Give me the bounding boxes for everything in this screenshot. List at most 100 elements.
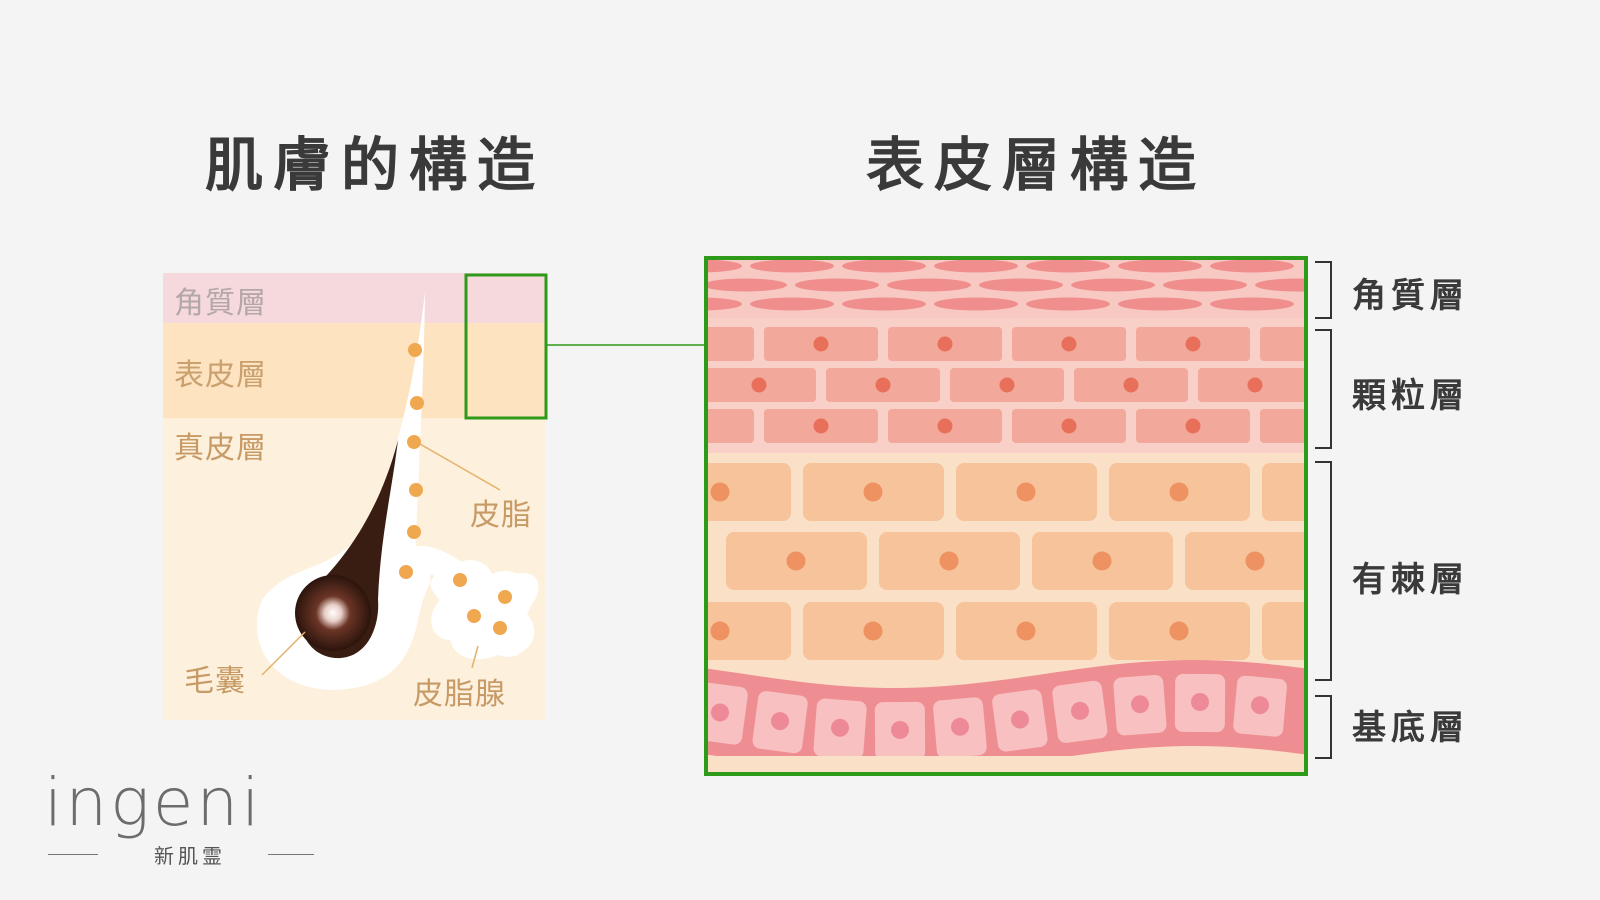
label-basal-layer: 基底層	[1352, 708, 1469, 748]
spinous-nucleus	[1016, 482, 1036, 502]
granular-nucleus	[1185, 418, 1201, 434]
sebum-dot	[407, 525, 421, 539]
granular-nucleus	[751, 377, 767, 393]
granular-cell	[706, 409, 754, 443]
sebaceous-gland-lobe	[443, 595, 497, 649]
label-granular-layer: 顆粒層	[1352, 376, 1469, 416]
spinous-nucleus	[710, 482, 730, 502]
granular-nucleus	[1247, 377, 1263, 393]
granular-cell	[1260, 409, 1306, 443]
basal-nucleus	[891, 720, 909, 739]
granular-nucleus	[1185, 336, 1201, 352]
sebum-dot	[498, 590, 512, 604]
label-epidermis: 表皮層	[174, 358, 267, 393]
sebum-dot	[493, 621, 507, 635]
sebum-dot	[410, 396, 424, 410]
basal-nucleus	[1131, 695, 1149, 714]
brand-wordmark: ingeni	[44, 764, 263, 841]
corneum-cell	[1118, 297, 1202, 311]
gland-leader-line	[471, 645, 479, 669]
spinous-cell	[706, 602, 791, 660]
epidermis-band	[163, 323, 545, 418]
sebum-dot	[467, 609, 481, 623]
corneum-cell	[1026, 297, 1110, 311]
corneum-cell	[934, 297, 1018, 311]
epidermis-structure-title: 表皮層構造	[866, 131, 1207, 199]
label-hair-follicle: 毛囊	[184, 664, 246, 699]
sebum-dot	[453, 573, 467, 587]
hair-bulb	[295, 575, 371, 651]
basal-nucleus	[771, 712, 789, 731]
corneum-cell	[1163, 278, 1247, 292]
basal-nucleus	[951, 717, 969, 736]
granular-nucleus	[1310, 337, 1325, 352]
brand-rule-left	[48, 854, 98, 855]
granular-cell	[706, 327, 754, 361]
basal-nucleus	[1011, 710, 1029, 729]
corneum-cell	[1071, 278, 1155, 292]
corneum-cell	[706, 259, 742, 273]
granular-nucleus	[999, 377, 1015, 393]
bracket-corneum	[1315, 261, 1332, 319]
brand-rule-right	[268, 854, 314, 855]
bracket-basal	[1315, 695, 1332, 759]
granular-nucleus	[813, 336, 829, 352]
corneum-cell	[1026, 259, 1110, 273]
dermis-edge	[706, 756, 1306, 774]
label-spinous-layer: 有棘層	[1352, 560, 1469, 600]
brand-logo: ingeni 新肌霊	[44, 764, 314, 876]
label-stratum-corneum: 角質層	[174, 286, 267, 321]
granular-nucleus	[690, 337, 705, 352]
spinous-cell	[1262, 602, 1306, 660]
corneum-cell	[842, 297, 926, 311]
corneum-cell	[842, 259, 926, 273]
spinous-nucleus	[710, 621, 730, 641]
sebum-dot	[408, 343, 422, 357]
epidermis-frame	[704, 256, 1308, 776]
granular-nucleus	[1061, 336, 1077, 352]
basal-nucleus	[1251, 696, 1269, 715]
corneum-cell	[1118, 259, 1202, 273]
spinous-nucleus	[1169, 621, 1189, 641]
skin-structure-title: 肌膚的構造	[205, 131, 546, 199]
spinous-nucleus	[1016, 621, 1036, 641]
granular-cell	[1260, 327, 1306, 361]
corneum-cell	[750, 297, 834, 311]
granular-nucleus	[1123, 377, 1139, 393]
basal-nucleus	[1191, 693, 1209, 712]
granular-nucleus	[1061, 418, 1077, 434]
spinous-nucleus	[1169, 482, 1189, 502]
basal-nucleus	[1071, 701, 1089, 720]
granular-nucleus	[690, 419, 705, 434]
basal-nucleus	[711, 703, 729, 722]
spinous-cell	[706, 463, 791, 521]
sebum-dot	[399, 565, 413, 579]
spinous-nucleus	[786, 551, 806, 571]
stratum-corneum-band	[163, 273, 545, 323]
granular-nucleus	[937, 418, 953, 434]
bracket-granular	[1315, 329, 1332, 449]
bracket-spinous	[1315, 461, 1332, 681]
corneum-cell	[979, 278, 1063, 292]
corneum-cell	[795, 278, 879, 292]
spinous-nucleus	[863, 482, 883, 502]
granular-nucleus	[875, 377, 891, 393]
granular-nucleus	[937, 336, 953, 352]
corneum-cell	[706, 297, 742, 311]
corneum-cell	[1210, 259, 1294, 273]
spinous-nucleus	[1245, 551, 1265, 571]
spinous-cell	[1262, 463, 1306, 521]
sebum-leader-line	[419, 443, 501, 491]
sebum-dot	[409, 483, 423, 497]
epidermis-highlight-box	[464, 273, 548, 420]
corneum-cell	[1210, 297, 1294, 311]
granular-nucleus	[1310, 419, 1325, 434]
corneum-cell	[934, 259, 1018, 273]
granular-nucleus	[813, 418, 829, 434]
corneum-cell	[887, 278, 971, 292]
spinous-nucleus	[1092, 551, 1112, 571]
label-corneum-layer: 角質層	[1352, 276, 1469, 316]
basal-nucleus	[831, 718, 849, 737]
